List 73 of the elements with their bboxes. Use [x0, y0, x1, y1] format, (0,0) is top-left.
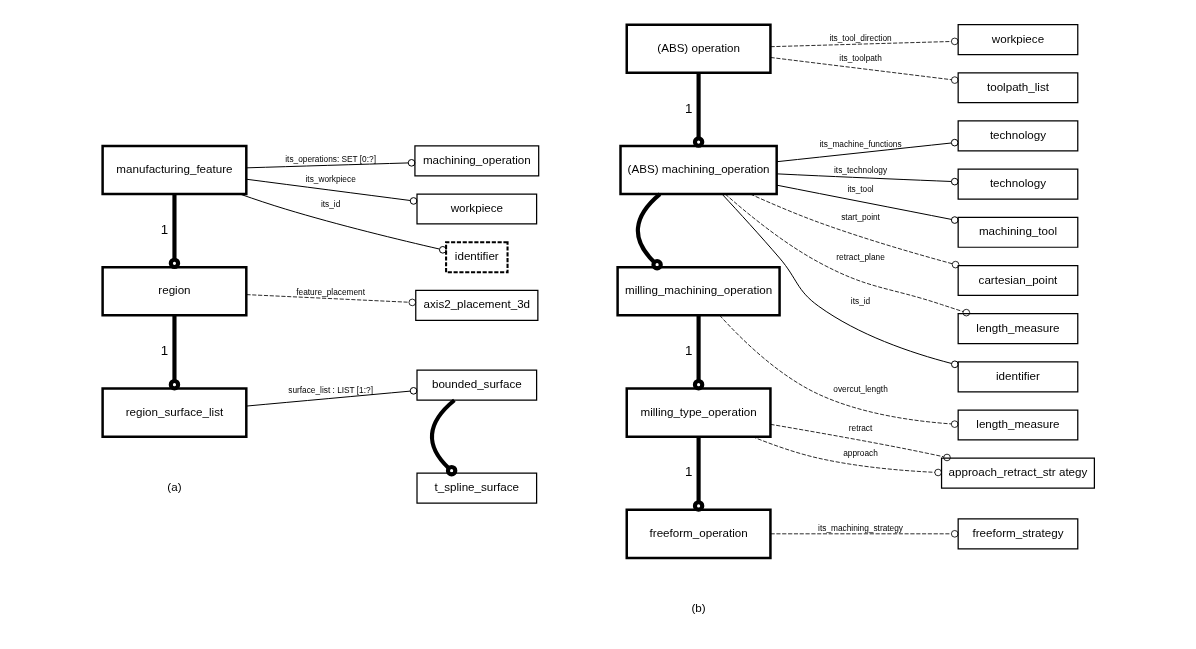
connector: [721, 193, 959, 369]
node-box: axis2_placement_3d: [414, 289, 538, 321]
connector: [245, 387, 417, 407]
edge-label: its_workpiece: [304, 174, 356, 185]
node-box: (ABS) operation: [625, 23, 772, 75]
connector: [168, 194, 180, 270]
node-box: milling_machining_operation: [615, 265, 781, 317]
edge-label: feature_placement: [295, 286, 365, 297]
edge-label: its_toolpath: [838, 53, 882, 64]
edge-label: overcut_length: [832, 383, 888, 394]
edge-label: 1: [160, 343, 168, 359]
node-box: freeform_operation: [625, 508, 772, 560]
edge-label: its_operations: SET [0:?]: [284, 153, 376, 164]
node-box: manufacturing_feature: [100, 144, 248, 196]
connector: [775, 184, 959, 224]
connector: [769, 530, 958, 538]
edge-label: 1: [160, 221, 168, 237]
connector: [692, 72, 704, 148]
node-box: cartesian_point: [957, 264, 1078, 297]
node-box: workpiece: [957, 24, 1078, 56]
edge-label: its_machine_functions: [819, 138, 902, 149]
edge-label: 1: [684, 100, 692, 116]
node-box: length_measure: [957, 409, 1078, 441]
edge-label: its_tool_direction: [828, 33, 892, 44]
node-box: toolpath_list: [957, 72, 1078, 104]
node-box: workpiece: [415, 193, 537, 225]
edge-label: retract_plane: [835, 251, 885, 262]
node-box: t_spline_surface: [415, 472, 537, 504]
edge-label: its_machining_strategy: [817, 523, 903, 534]
edge-label: retract: [848, 422, 872, 433]
edge-label: its_tool: [846, 183, 874, 194]
connector: [429, 398, 457, 477]
node-box: identifier: [957, 361, 1078, 393]
connector: [769, 57, 958, 84]
connector: [749, 193, 959, 269]
edge-label: 1: [684, 343, 692, 359]
connector: [245, 294, 416, 307]
connector: [769, 37, 958, 48]
connector: [775, 138, 958, 163]
node-box: identifier: [444, 241, 509, 274]
node-box: machining_operation: [413, 145, 539, 177]
connector: [775, 173, 959, 186]
node-box: approach_retract_str ategy: [940, 457, 1095, 489]
connector: [245, 178, 417, 205]
node-box: region_surface_list: [100, 387, 248, 438]
edge-label: approach: [842, 447, 878, 458]
edge-label: start_point: [840, 211, 880, 222]
node-box: bounded_surface: [415, 369, 537, 401]
connector: [635, 192, 663, 271]
edge-label: 1: [684, 464, 692, 480]
node-box: (ABS) machining_operation: [618, 144, 778, 196]
edge-label: its_technology: [833, 165, 887, 176]
label: (a): [166, 480, 182, 494]
connector: [724, 193, 970, 317]
connector: [245, 159, 415, 169]
node-box: technology: [957, 120, 1078, 152]
connector: [751, 436, 942, 477]
node-box: technology: [957, 168, 1078, 200]
node-box: milling_type_operation: [625, 387, 772, 438]
node-box: freeform_strategy: [957, 518, 1078, 550]
connector: [718, 315, 958, 428]
edge-label: its_id: [850, 295, 870, 306]
connector: [692, 436, 704, 512]
connector: [769, 423, 951, 462]
node-box: length_measure: [957, 313, 1078, 345]
node-box: region: [100, 265, 248, 317]
connector: [168, 315, 180, 391]
edge-label: surface_list : LIST [1:?]: [287, 384, 373, 395]
node-box: machining_tool: [957, 216, 1078, 248]
edge-label: its_id: [320, 198, 340, 209]
label: (b): [690, 601, 706, 615]
connector: [692, 315, 704, 391]
connector: [239, 193, 447, 254]
